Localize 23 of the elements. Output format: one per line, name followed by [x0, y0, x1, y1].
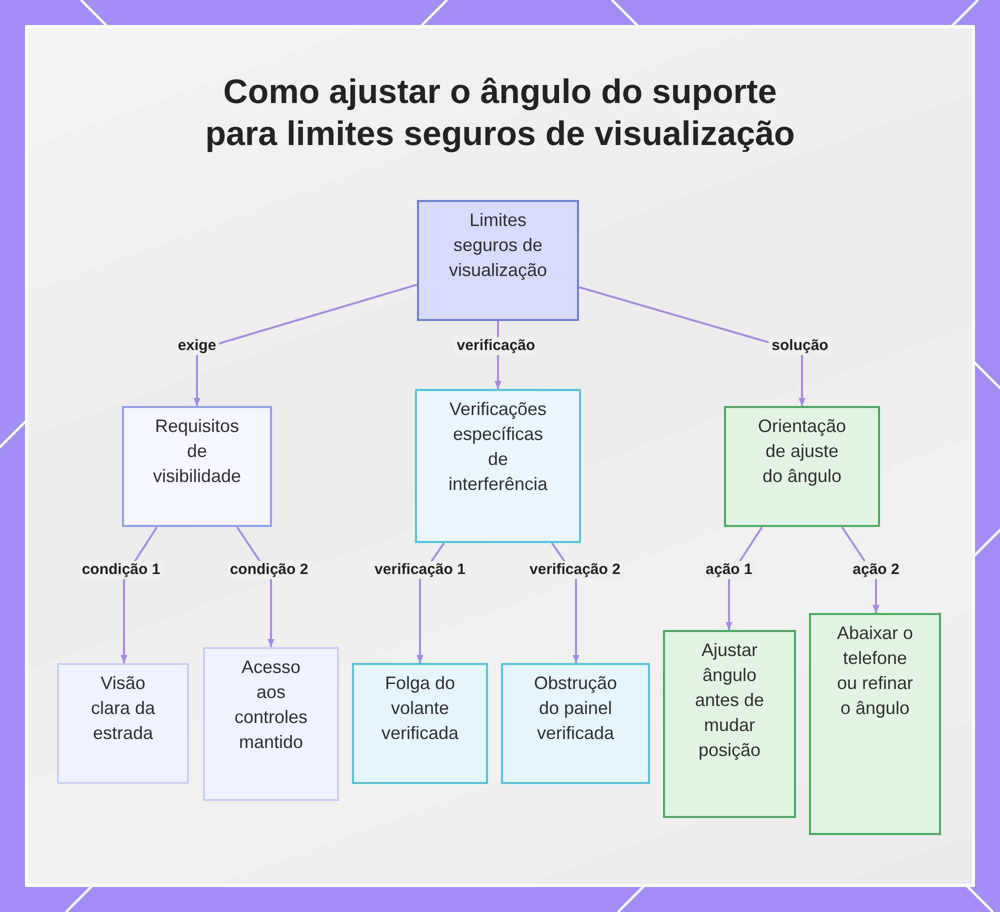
node-label: Visão clara da estrada	[90, 672, 156, 745]
node-label: Limites seguros de visualização	[448, 209, 548, 282]
node-label: Ajustar ângulo antes de mudar posição	[694, 639, 766, 762]
root-concept-box	[417, 200, 579, 321]
category-box	[122, 406, 272, 527]
edge-label: verificação 1	[372, 561, 468, 579]
leaf-box	[809, 613, 941, 835]
node-label: Verificações específicas de interferência	[447, 398, 549, 496]
leaf-box	[663, 630, 796, 818]
category-box	[415, 389, 581, 543]
node-label: Requisitos de visibilidade	[152, 415, 242, 488]
title: Como ajustar o ângulo do suporte para limites seguros de visualização	[204, 72, 796, 155]
node-label: Abaixar o telefone ou refinar o ângulo	[836, 622, 914, 720]
node-label: Orientação de ajuste do ângulo	[756, 415, 848, 488]
leaf-box	[203, 647, 339, 801]
node-label: Obstrução do painel verificada	[532, 672, 618, 745]
leaf-box	[57, 663, 189, 784]
node-label: Folga do volante verificada	[380, 672, 460, 745]
leaf-box	[352, 663, 488, 784]
leaf-box	[501, 663, 650, 784]
connector-arrow	[194, 284, 418, 406]
node-label: Acesso aos controles mantido	[233, 656, 309, 754]
category-box	[724, 406, 880, 527]
